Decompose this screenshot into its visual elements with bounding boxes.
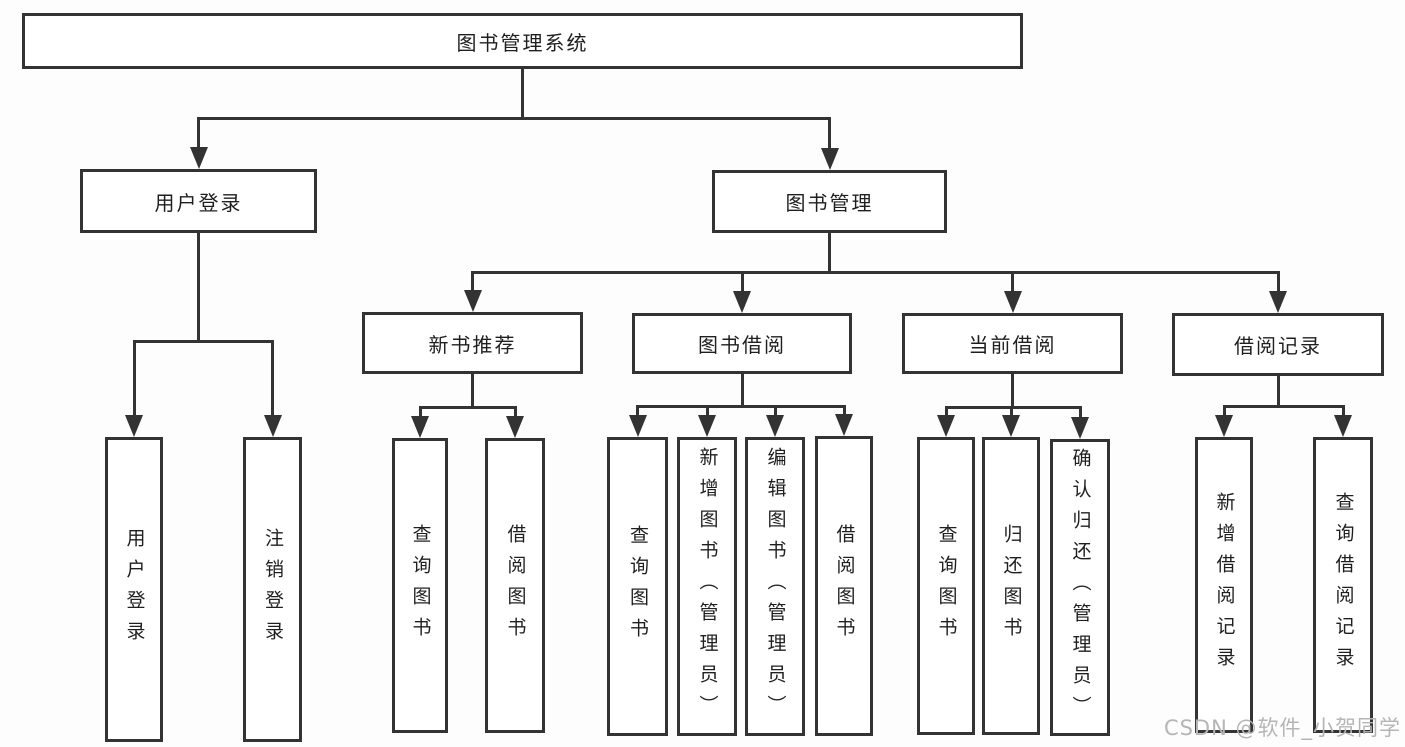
node-label: 图书管理 bbox=[785, 191, 874, 215]
node-book-borrowing: 图书借阅 bbox=[632, 313, 852, 374]
node-leaf-user-login: 用户登录 bbox=[105, 437, 163, 742]
connector-drop bbox=[271, 340, 274, 421]
connector-drop bbox=[828, 117, 831, 154]
connector-drop bbox=[418, 406, 422, 422]
node-leaf-query-books: 查询图书 bbox=[607, 437, 668, 736]
arrow-down-icon bbox=[1071, 417, 1089, 439]
arrow-down-icon bbox=[125, 415, 143, 437]
node-label: 查询图书 bbox=[935, 524, 958, 648]
node-label: 图书管理系统 bbox=[456, 30, 589, 55]
node-leaf-add-books-admin: 新增图书（管理员） bbox=[677, 437, 737, 736]
node-leaf-logout: 注销登录 bbox=[243, 437, 302, 742]
arrow-down-icon bbox=[733, 291, 751, 313]
arrow-down-icon bbox=[411, 416, 429, 438]
node-current-borrowing: 当前借阅 bbox=[902, 313, 1123, 374]
node-leaf-query-borrow-record: 查询借阅记录 bbox=[1313, 437, 1373, 733]
node-label: 确认归还（管理员） bbox=[1069, 448, 1092, 727]
connector-bar bbox=[1222, 405, 1345, 408]
node-leaf-borrow-books: 借阅图书 bbox=[485, 438, 545, 733]
node-leaf-return-books: 归还图书 bbox=[982, 437, 1040, 735]
connector-bar bbox=[471, 271, 1280, 274]
arrow-down-icon bbox=[1215, 415, 1233, 437]
arrow-down-icon bbox=[835, 414, 853, 436]
arrow-down-icon bbox=[506, 416, 524, 438]
connector-drop bbox=[773, 405, 777, 421]
node-library-management-system: 图书管理系统 bbox=[22, 13, 1023, 69]
arrow-down-icon bbox=[698, 415, 716, 437]
node-label: 编辑图书（管理员） bbox=[764, 447, 787, 726]
connector-bar bbox=[636, 405, 846, 408]
connector-drop bbox=[1009, 406, 1013, 421]
arrow-down-icon bbox=[1003, 291, 1022, 313]
connector-stem bbox=[197, 232, 200, 343]
connector-drop bbox=[197, 117, 200, 153]
node-label: 借阅图书 bbox=[833, 524, 856, 648]
node-leaf-query-books: 查询图书 bbox=[392, 438, 448, 733]
connector-bar bbox=[132, 340, 274, 343]
connector-drop bbox=[1011, 271, 1014, 297]
connector-drop bbox=[1341, 405, 1345, 421]
connector-bar bbox=[418, 406, 517, 409]
connector-drop bbox=[636, 405, 639, 421]
node-new-book-recommend: 新书推荐 bbox=[362, 312, 583, 374]
node-leaf-borrow-books: 借阅图书 bbox=[815, 436, 873, 736]
connector-drop bbox=[1276, 271, 1280, 297]
node-label: 借阅记录 bbox=[1234, 334, 1322, 358]
connector-stem bbox=[521, 68, 524, 120]
connector-stem bbox=[1276, 375, 1280, 408]
connector-drop bbox=[842, 405, 846, 420]
node-book-management: 图书管理 bbox=[712, 170, 947, 233]
node-label: 用户登录 bbox=[154, 190, 243, 215]
connector-drop bbox=[132, 340, 136, 421]
node-leaf-add-borrow-record: 新增借阅记录 bbox=[1195, 437, 1253, 733]
arrow-down-icon bbox=[463, 290, 482, 312]
node-borrowing-records: 借阅记录 bbox=[1172, 313, 1384, 376]
arrow-down-icon bbox=[189, 147, 208, 169]
node-leaf-confirm-return-admin: 确认归还（管理员） bbox=[1050, 439, 1110, 736]
arrow-down-icon bbox=[937, 415, 955, 437]
node-label: 注销登录 bbox=[262, 527, 284, 652]
connector-stem bbox=[740, 373, 744, 408]
node-leaf-query-books: 查询图书 bbox=[917, 437, 975, 735]
connector-bar bbox=[944, 406, 1082, 409]
node-label: 新书推荐 bbox=[428, 332, 517, 357]
arrow-down-icon bbox=[766, 415, 784, 437]
arrow-down-icon bbox=[263, 415, 282, 437]
connector-stem bbox=[828, 232, 831, 274]
connector-bar bbox=[197, 117, 831, 120]
node-label: 新增借阅记录 bbox=[1213, 492, 1236, 678]
node-label: 当前借阅 bbox=[968, 333, 1057, 357]
connector-drop bbox=[513, 406, 517, 422]
node-label: 查询图书 bbox=[409, 523, 432, 648]
connector-stem bbox=[471, 373, 474, 409]
arrow-down-icon bbox=[1269, 291, 1287, 313]
watermark: CSDN @软件_小贺同学 bbox=[1163, 716, 1401, 740]
node-label: 查询借阅记录 bbox=[1332, 492, 1355, 678]
node-label: 借阅图书 bbox=[504, 523, 527, 648]
node-label: 归还图书 bbox=[1000, 524, 1023, 648]
node-label: 查询图书 bbox=[627, 524, 649, 649]
connector-drop bbox=[471, 271, 474, 296]
connector-stem bbox=[1011, 373, 1014, 409]
connector-drop bbox=[740, 271, 744, 297]
node-label: 用户登录 bbox=[123, 527, 146, 652]
arrow-down-icon bbox=[820, 148, 839, 170]
connector-drop bbox=[1222, 405, 1226, 421]
node-label: 图书借阅 bbox=[698, 333, 786, 357]
node-leaf-edit-books-admin: 编辑图书（管理员） bbox=[745, 437, 805, 736]
arrow-down-icon bbox=[1002, 415, 1020, 437]
connector-drop bbox=[1078, 406, 1082, 423]
connector-drop bbox=[944, 406, 948, 421]
connector-drop bbox=[705, 405, 709, 421]
arrow-down-icon bbox=[628, 415, 647, 437]
arrow-down-icon bbox=[1334, 415, 1352, 437]
node-user-login: 用户登录 bbox=[80, 169, 317, 233]
node-label: 新增图书（管理员） bbox=[696, 447, 719, 726]
